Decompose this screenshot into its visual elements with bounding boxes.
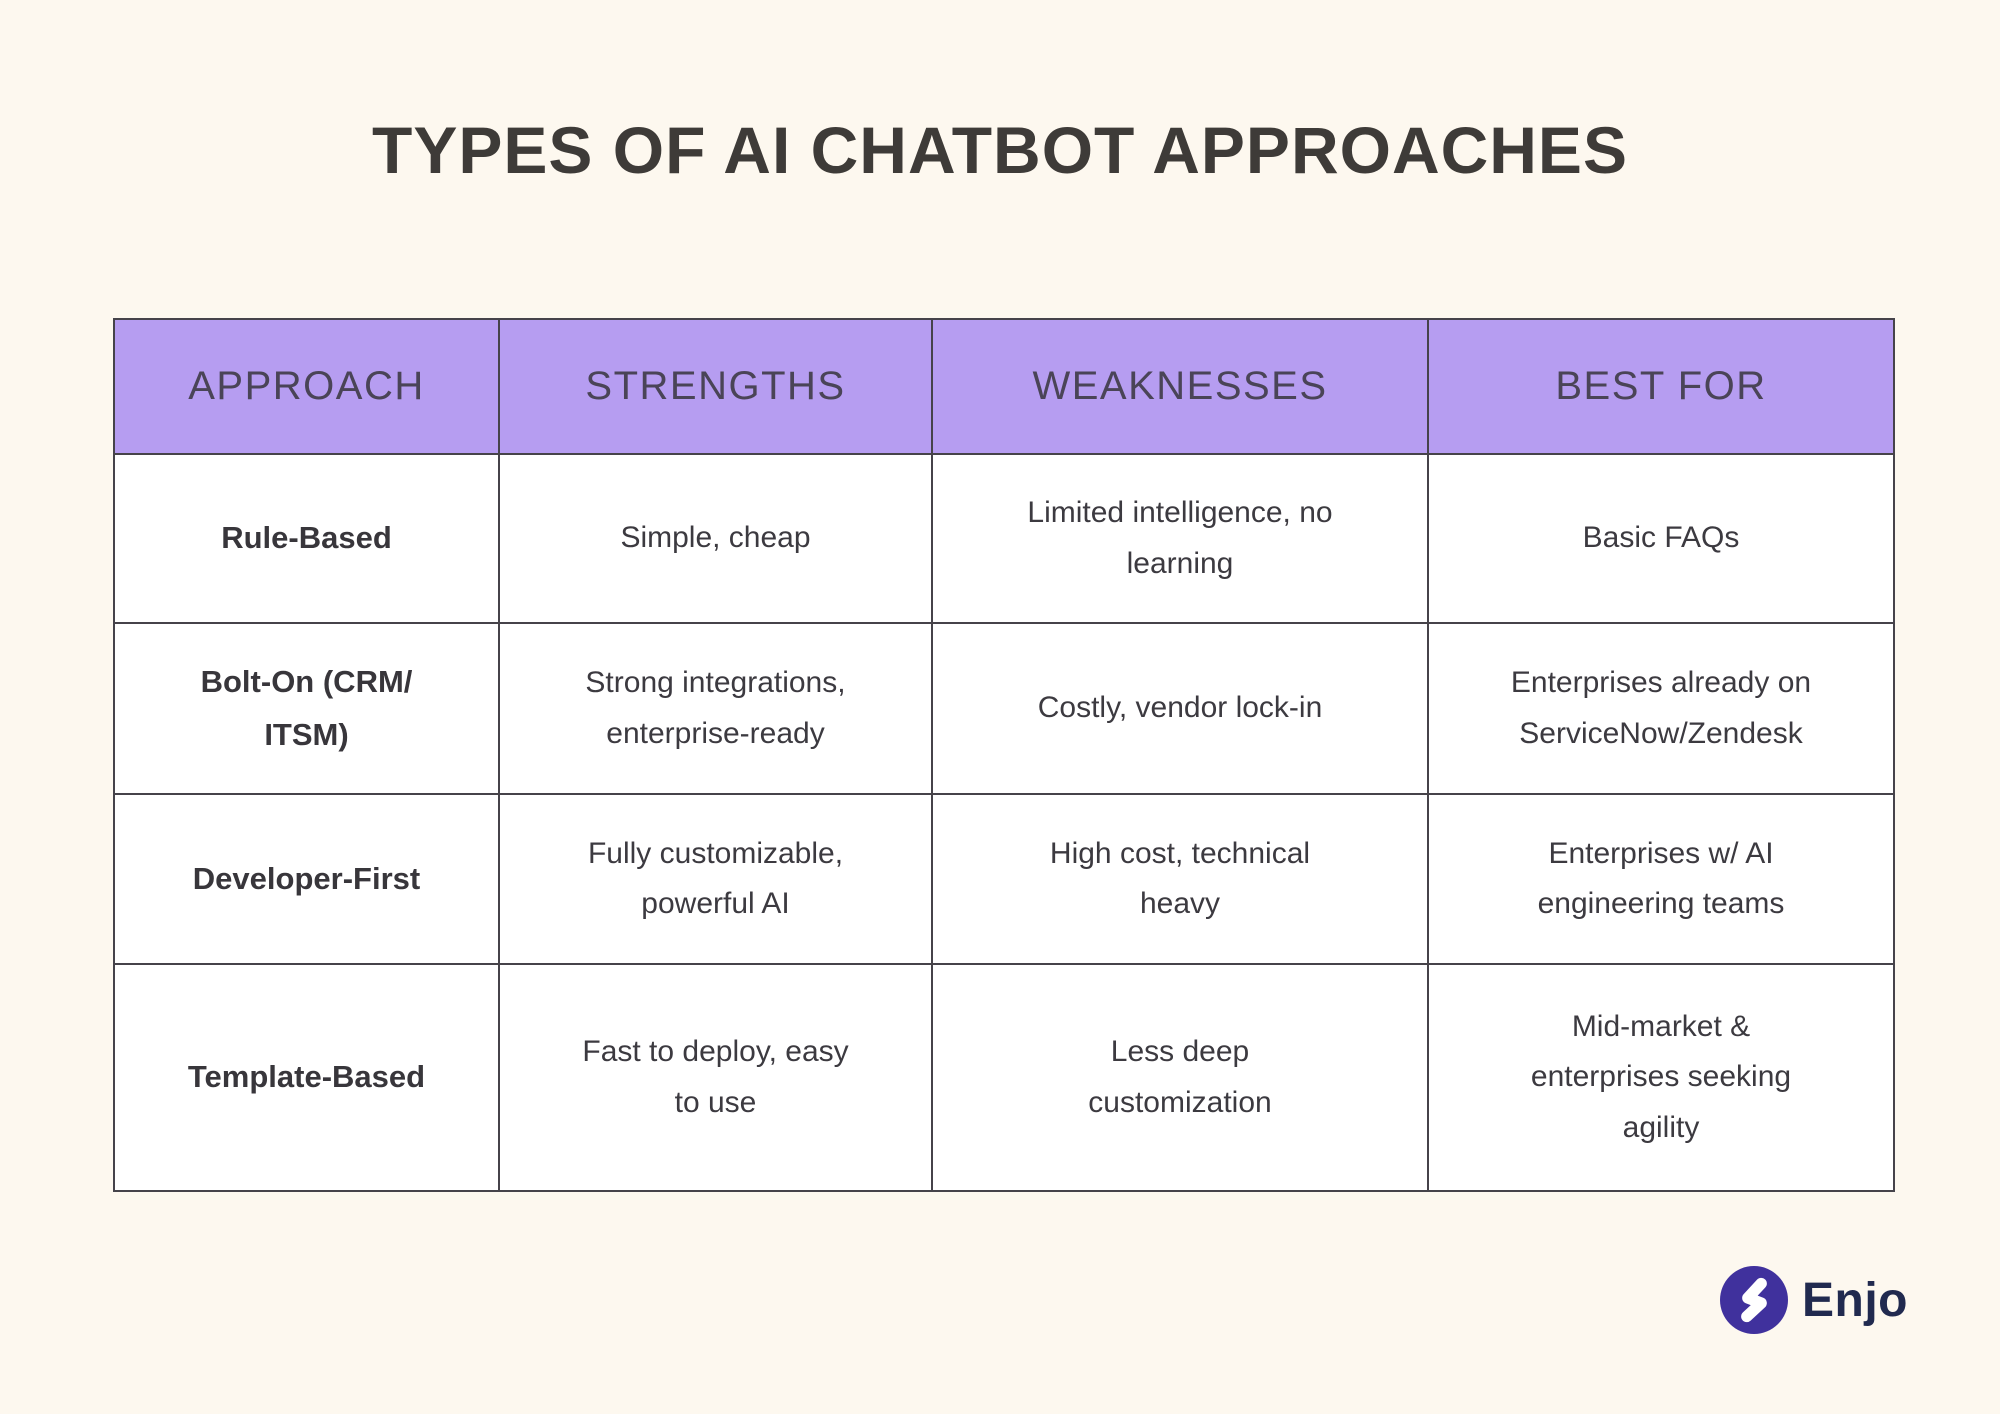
column-header-best-for: BEST FOR [1427, 318, 1895, 455]
comparison-table: APPROACH STRENGTHS WEAKNESSES BEST FOR R… [113, 318, 1895, 1192]
column-header-approach: APPROACH [113, 318, 500, 455]
column-header-strengths: STRENGTHS [498, 318, 933, 455]
cell-best-for: Mid-market & enterprises seeking agility [1427, 963, 1895, 1192]
page-title: TYPES OF AI CHATBOT APPROACHES [372, 113, 1628, 187]
cell-approach: Bolt-On (CRM/ ITSM) [113, 622, 500, 795]
enjo-bolt-icon [1720, 1266, 1788, 1334]
brand-logo: Enjo [1720, 1266, 1908, 1334]
table-row-template-based: Template-Based Fast to deploy, easy to u… [113, 963, 1895, 1192]
table-row-bolt-on: Bolt-On (CRM/ ITSM) Strong integrations,… [113, 622, 1895, 795]
table-row-developer-first: Developer-First Fully customizable, powe… [113, 793, 1895, 965]
header-row: APPROACH STRENGTHS WEAKNESSES BEST FOR [113, 318, 1895, 455]
cell-approach: Developer-First [113, 793, 500, 965]
cell-strengths: Fully customizable, powerful AI [498, 793, 933, 965]
cell-approach: Rule-Based [113, 453, 500, 624]
cell-best-for: Basic FAQs [1427, 453, 1895, 624]
cell-weaknesses: Costly, vendor lock-in [931, 622, 1429, 795]
cell-weaknesses: Limited intelligence, no learning [931, 453, 1429, 624]
cell-weaknesses: Less deep customization [931, 963, 1429, 1192]
cell-weaknesses: High cost, technical heavy [931, 793, 1429, 965]
cell-strengths: Simple, cheap [498, 453, 933, 624]
brand-name: Enjo [1802, 1273, 1908, 1327]
cell-strengths: Fast to deploy, easy to use [498, 963, 933, 1192]
table-row-rule-based: Rule-Based Simple, cheap Limited intelli… [113, 453, 1895, 624]
cell-strengths: Strong integrations, enterprise-ready [498, 622, 933, 795]
cell-approach: Template-Based [113, 963, 500, 1192]
cell-best-for: Enterprises w/ AI engineering teams [1427, 793, 1895, 965]
cell-best-for: Enterprises already on ServiceNow/Zendes… [1427, 622, 1895, 795]
column-header-weaknesses: WEAKNESSES [931, 318, 1429, 455]
